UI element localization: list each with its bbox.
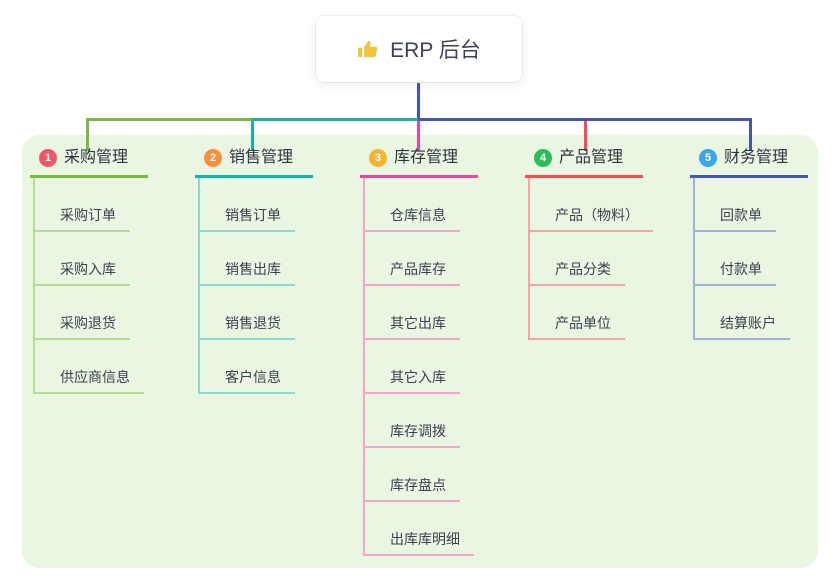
mindmap-node[interactable]: 其它出库 [365, 286, 478, 340]
branch5-drop-line [749, 121, 752, 151]
mindmap-node[interactable]: 供应商信息 [35, 340, 148, 394]
node-label: 产品（物料） [530, 205, 653, 232]
branches-background-panel [22, 135, 818, 568]
node-label: 其它出库 [365, 313, 460, 340]
node-label: 销售订单 [200, 205, 295, 232]
node-label: 回款单 [695, 205, 776, 232]
mindmap-node[interactable]: 付款单 [695, 232, 808, 286]
root-title: ERP 后台 [390, 39, 481, 62]
mindmap-node[interactable]: 产品分类 [530, 232, 643, 286]
node-label: 供应商信息 [35, 367, 144, 394]
node-label: 采购退货 [35, 313, 130, 340]
mindmap-node[interactable]: 库存调拨 [365, 394, 478, 448]
branch-product-items: 产品（物料） 产品分类 产品单位 [528, 178, 653, 340]
mindmap-node[interactable]: 产品（物料） [530, 178, 653, 232]
node-label: 出库库明细 [365, 529, 474, 556]
node-label: 仓库信息 [365, 205, 460, 232]
branch-sales-items: 销售订单 销售出库 销售退货 客户信息 [198, 178, 313, 394]
node-label: 采购入库 [35, 259, 130, 286]
mindmap-node[interactable]: 库存盘点 [365, 448, 478, 502]
node-label: 采购订单 [35, 205, 130, 232]
branch-inventory-heading[interactable]: 3 库存管理 [360, 147, 478, 178]
branch1-drop-line [86, 121, 89, 151]
branch-inventory: 3 库存管理 仓库信息 产品库存 其它出库 其它入库 库存调拨 库存盘点 出库库… [360, 147, 478, 556]
node-label: 付款单 [695, 259, 776, 286]
mindmap-node[interactable]: 其它入库 [365, 340, 478, 394]
branch-finance: 5 财务管理 回款单 付款单 结算账户 [690, 147, 808, 340]
node-label: 销售出库 [200, 259, 295, 286]
branch2-drop-line [251, 121, 254, 151]
mindmap-node[interactable]: 产品库存 [365, 232, 478, 286]
mindmap-node[interactable]: 销售退货 [200, 286, 313, 340]
mindmap-node[interactable]: 仓库信息 [365, 178, 478, 232]
branch-number-badge: 5 [699, 149, 717, 167]
node-label: 客户信息 [200, 367, 295, 394]
branch-number-badge: 3 [369, 149, 387, 167]
branch-number-badge: 4 [534, 149, 552, 167]
branch-label: 库存管理 [394, 149, 459, 166]
root-node[interactable]: ERP 后台 [316, 16, 522, 82]
mindmap-node[interactable]: 出库库明细 [365, 502, 478, 556]
connector-segment-blue [418, 118, 752, 121]
branch-sales-heading[interactable]: 2 销售管理 [195, 147, 313, 178]
mindmap-node[interactable]: 销售出库 [200, 232, 313, 286]
branch-purchase-items: 采购订单 采购入库 采购退货 供应商信息 [33, 178, 148, 394]
branch-inventory-items: 仓库信息 产品库存 其它出库 其它入库 库存调拨 库存盘点 出库库明细 [363, 178, 478, 556]
branch-number-badge: 1 [39, 149, 57, 167]
branch-finance-heading[interactable]: 5 财务管理 [690, 147, 808, 178]
branch-product: 4 产品管理 产品（物料） 产品分类 产品单位 [525, 147, 653, 340]
node-label: 库存调拨 [365, 421, 460, 448]
branch-number-badge: 2 [204, 149, 222, 167]
node-label: 结算账户 [695, 313, 790, 340]
mindmap-node[interactable]: 采购入库 [35, 232, 148, 286]
node-label: 产品库存 [365, 259, 460, 286]
branch-finance-items: 回款单 付款单 结算账户 [693, 178, 808, 340]
branch-label: 销售管理 [229, 149, 294, 166]
thumbs-up-icon [357, 38, 380, 61]
mindmap-node[interactable]: 销售订单 [200, 178, 313, 232]
branch-product-heading[interactable]: 4 产品管理 [525, 147, 643, 178]
branch3-drop-line [417, 121, 420, 151]
mindmap-node[interactable]: 回款单 [695, 178, 808, 232]
node-label: 产品单位 [530, 313, 625, 340]
node-label: 产品分类 [530, 259, 625, 286]
node-label: 其它入库 [365, 367, 460, 394]
branch-purchase-heading[interactable]: 1 采购管理 [30, 147, 148, 178]
branch-label: 产品管理 [559, 149, 624, 166]
node-label: 库存盘点 [365, 475, 460, 502]
branch-sales: 2 销售管理 销售订单 销售出库 销售退货 客户信息 [195, 147, 313, 394]
mindmap-node[interactable]: 采购退货 [35, 286, 148, 340]
connector-segment-teal [252, 118, 418, 121]
mindmap-node[interactable]: 采购订单 [35, 178, 148, 232]
root-stem-line [417, 82, 420, 121]
mindmap-node[interactable]: 客户信息 [200, 340, 313, 394]
mindmap-node[interactable]: 结算账户 [695, 286, 808, 340]
connector-segment-green [86, 118, 252, 121]
branch4-drop-line [584, 121, 587, 151]
mindmap-node[interactable]: 产品单位 [530, 286, 643, 340]
branch-label: 采购管理 [64, 149, 129, 166]
branch-label: 财务管理 [724, 149, 789, 166]
node-label: 销售退货 [200, 313, 295, 340]
branch-purchase: 1 采购管理 采购订单 采购入库 采购退货 供应商信息 [30, 147, 148, 394]
